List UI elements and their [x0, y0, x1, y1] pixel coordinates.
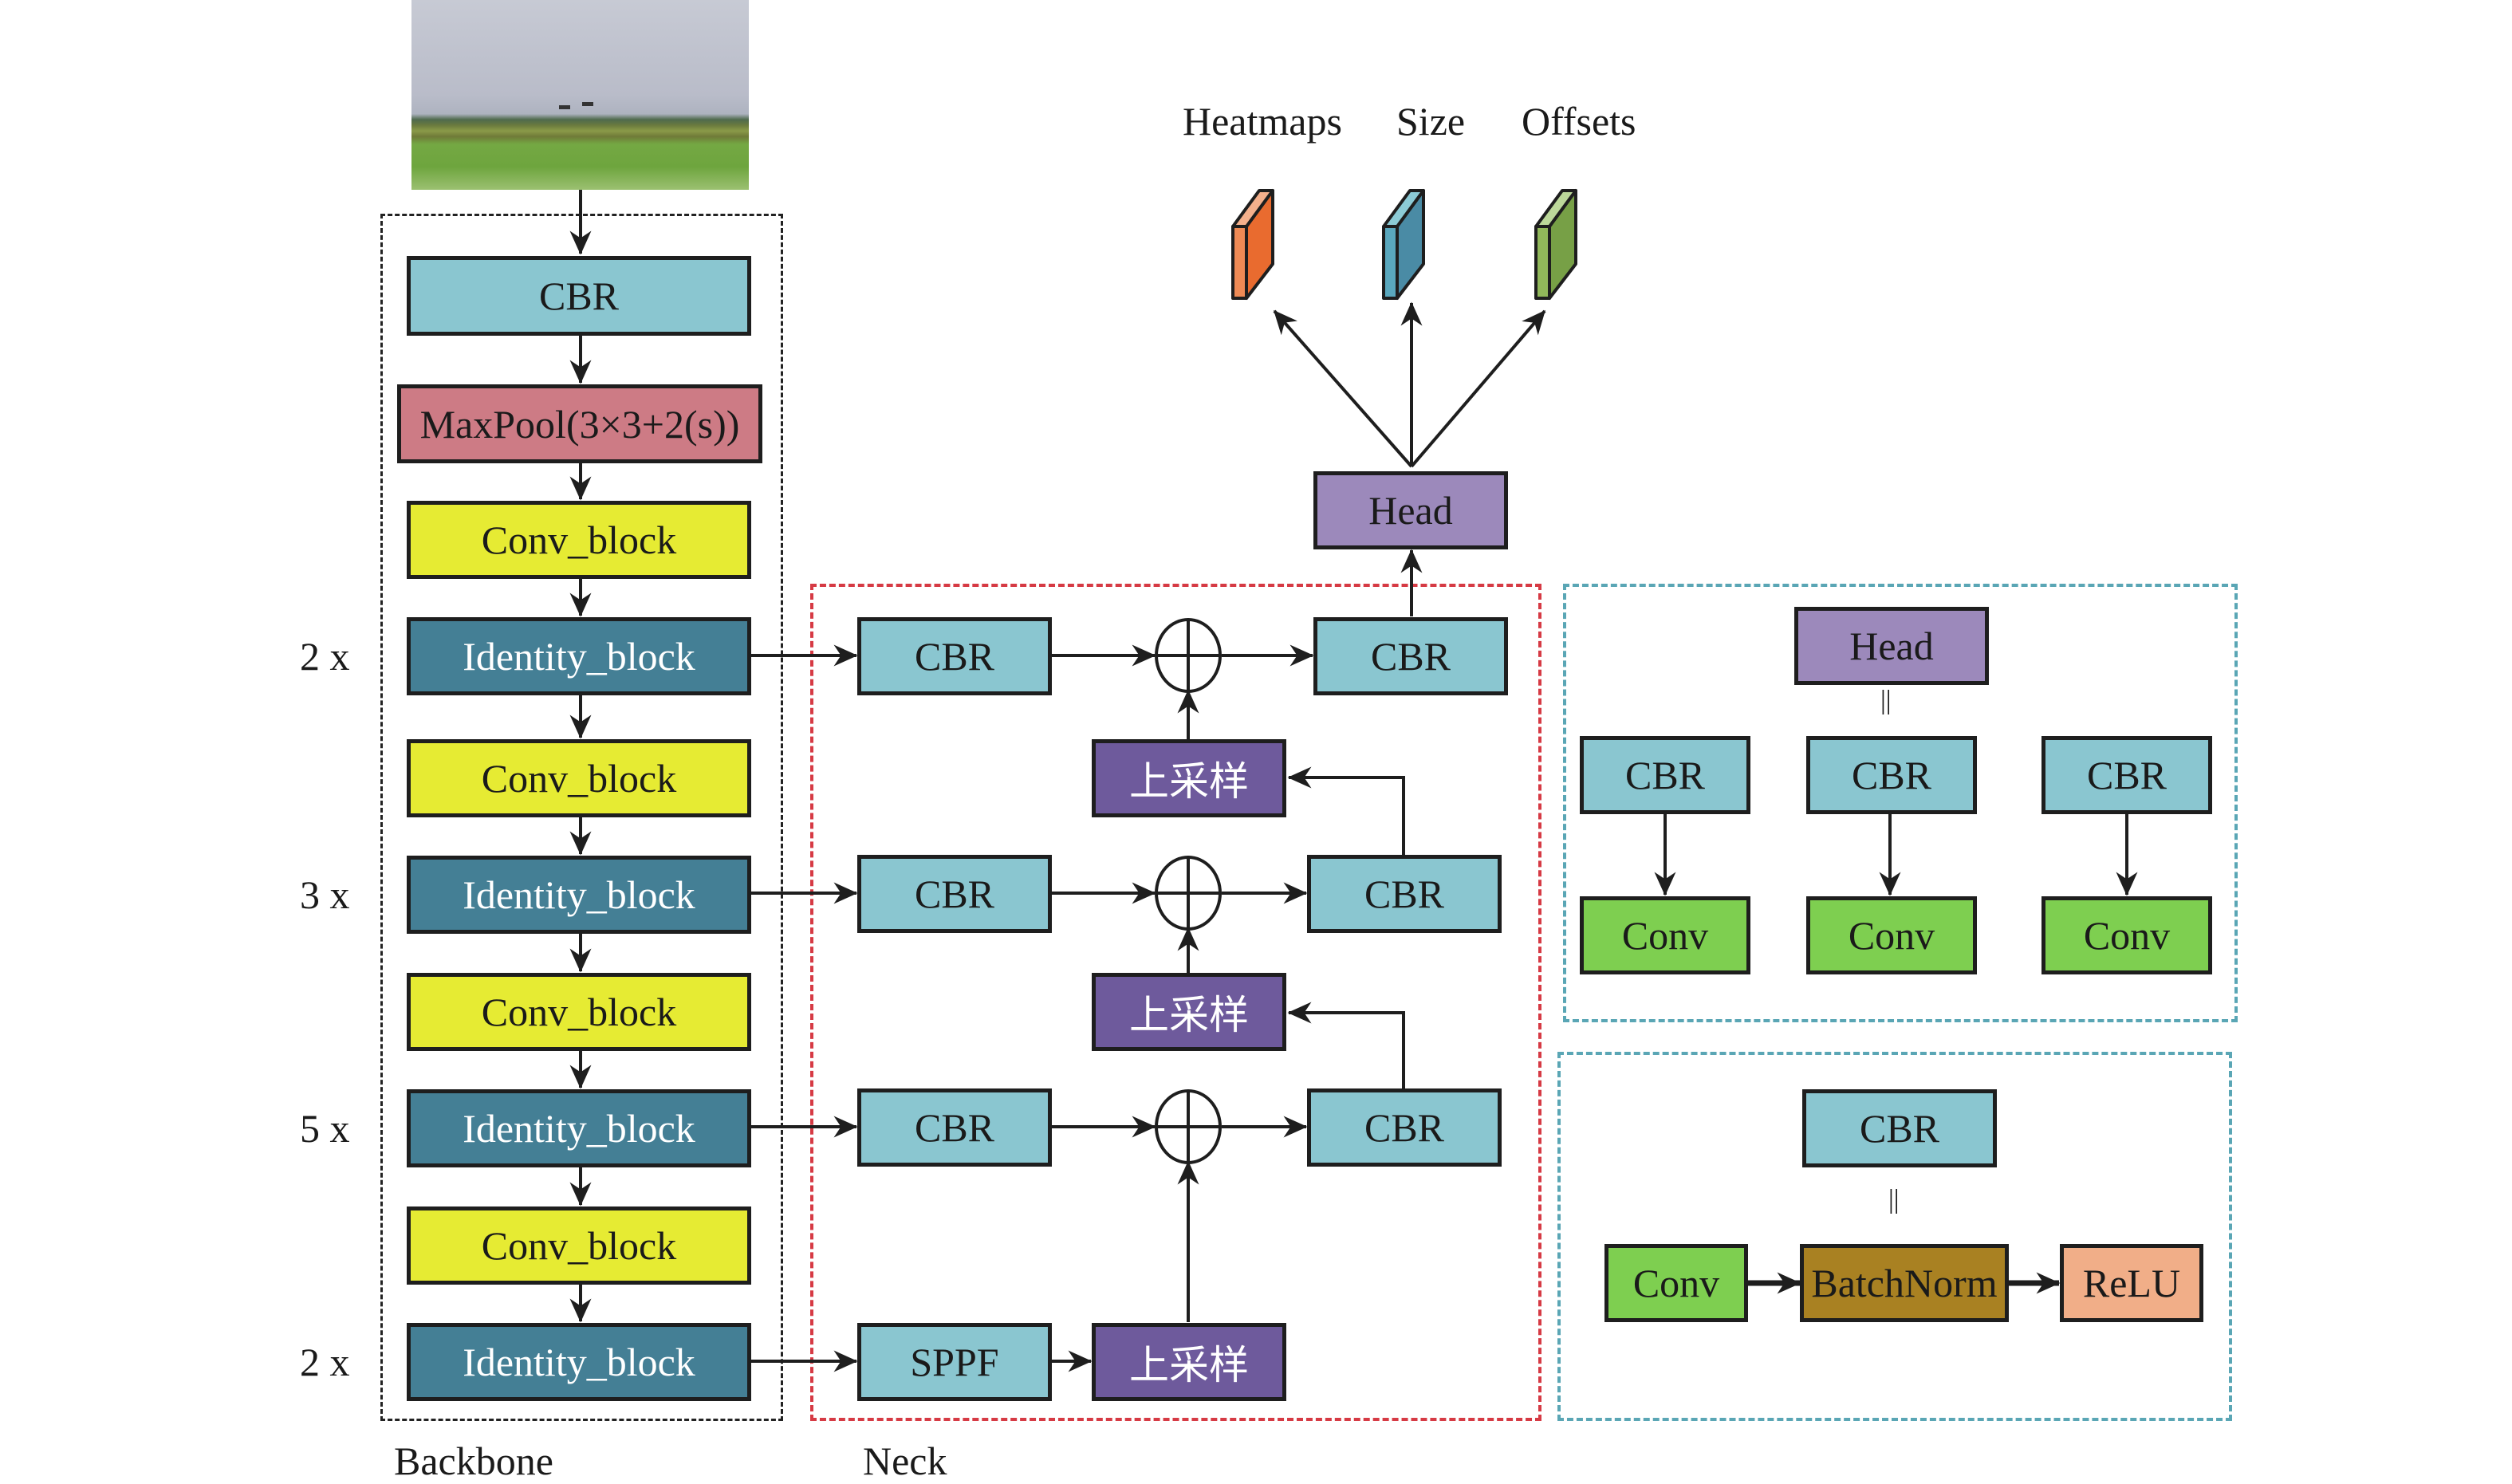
head-detail-conv-1: Conv: [1580, 896, 1750, 974]
upsample-block-3: 上采样: [1092, 1323, 1286, 1401]
neck-cbr-right-3: CBR: [1307, 1088, 1502, 1167]
head-block: Head: [1313, 471, 1508, 549]
input-image: [411, 0, 749, 190]
output-label-offsets: Offsets: [1522, 99, 1636, 144]
equals-sign: ||: [1880, 686, 1892, 715]
heatmaps-feature-map-icon: [1231, 189, 1274, 300]
neck-cbr-left-3: CBR: [857, 1088, 1052, 1167]
drone-mark: [582, 102, 593, 106]
identity-block-2: Identity_block: [407, 856, 751, 934]
neck-cbr-right-2: CBR: [1307, 855, 1502, 933]
arrow: [1287, 1002, 1405, 1088]
head-detail-cbr-2: CBR: [1806, 736, 1977, 814]
repeat-label: 5 x: [300, 1106, 350, 1151]
cbr-detail-cbr-block: CBR: [1802, 1089, 1997, 1167]
conv-block-4: Conv_block: [407, 1206, 751, 1285]
neck-cbr-right-1: CBR: [1313, 617, 1508, 695]
identity-block-4: Identity_block: [407, 1323, 751, 1401]
conv-block-2: Conv_block: [407, 739, 751, 817]
backbone-title: Backbone: [394, 1439, 553, 1483]
identity-block-1: Identity_block: [407, 617, 751, 695]
head-detail-conv-2: Conv: [1806, 896, 1977, 974]
conv-block-3: Conv_block: [407, 973, 751, 1051]
maxpool-block: MaxPool(3×3+2(s)): [397, 384, 762, 463]
conv-block-1: Conv_block: [407, 501, 751, 579]
arrow: [1273, 309, 1413, 468]
head-detail-head-block: Head: [1794, 607, 1989, 685]
arrow: [1410, 309, 1546, 468]
output-label-heatmaps: Heatmaps: [1183, 99, 1342, 144]
relu-block: ReLU: [2060, 1244, 2203, 1322]
output-label-size: Size: [1396, 99, 1466, 144]
upsample-block-2: 上采样: [1092, 973, 1286, 1051]
head-detail-cbr-1: CBR: [1580, 736, 1750, 814]
neck-cbr-left-1: CBR: [857, 617, 1052, 695]
cbr-detail-container: [1557, 1052, 2232, 1421]
arrow: [1287, 766, 1405, 855]
upsample-block-1: 上采样: [1092, 739, 1286, 817]
offsets-feature-map-icon: [1534, 189, 1577, 300]
neck-title: Neck: [863, 1439, 947, 1483]
sppf-block: SPPF: [857, 1323, 1052, 1401]
repeat-label: 2 x: [300, 634, 350, 679]
repeat-label: 3 x: [300, 872, 350, 917]
equals-sign: ||: [1888, 1185, 1900, 1214]
head-detail-cbr-3: CBR: [2041, 736, 2212, 814]
head-detail-container: [1563, 584, 2238, 1022]
identity-block-3: Identity_block: [407, 1089, 751, 1167]
batchnorm-block: BatchNorm: [1800, 1244, 2009, 1322]
backbone-cbr-block: CBR: [407, 256, 751, 336]
repeat-label: 2 x: [300, 1340, 350, 1384]
size-feature-map-icon: [1382, 189, 1425, 300]
cbr-detail-conv-block: Conv: [1604, 1244, 1748, 1322]
head-detail-conv-3: Conv: [2041, 896, 2212, 974]
neck-cbr-left-2: CBR: [857, 855, 1052, 933]
drone-mark: [559, 105, 570, 109]
neck-container: [810, 584, 1541, 1421]
